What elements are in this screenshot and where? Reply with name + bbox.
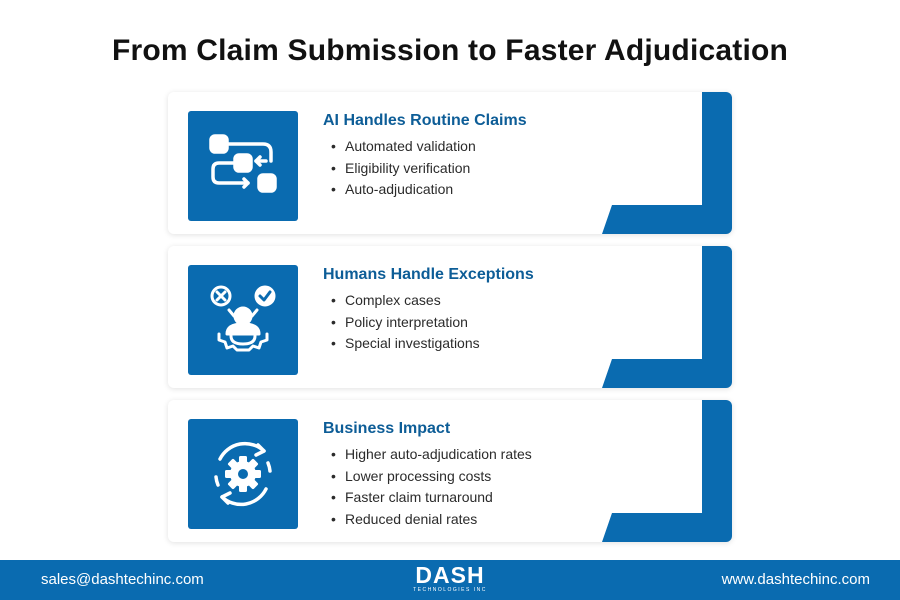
list-item: Lower processing costs bbox=[323, 466, 623, 488]
list-item: Higher auto-adjudication rates bbox=[323, 444, 623, 466]
logo-text: DASH bbox=[415, 562, 485, 588]
card-accent-shape bbox=[602, 92, 732, 234]
list-item: Faster claim turnaround bbox=[323, 487, 623, 509]
list-item: Policy interpretation bbox=[323, 312, 623, 334]
card-heading: Business Impact bbox=[323, 420, 451, 437]
footer-website-link[interactable]: www.dashtechinc.com bbox=[721, 571, 870, 588]
card-routine-claims: AI Handles Routine Claims Automated vali… bbox=[168, 92, 732, 234]
card-human-exceptions: Humans Handle Exceptions Complex cases P… bbox=[168, 246, 732, 388]
list-item: Special investigations bbox=[323, 333, 623, 355]
dash-logo: DASH TECHNOLOGIES INC bbox=[400, 563, 500, 597]
footer-bar: sales@dashtechinc.com DASH TECHNOLOGIES … bbox=[0, 560, 900, 600]
list-item: Complex cases bbox=[323, 290, 623, 312]
card-business-impact: Business Impact Higher auto-adjudication… bbox=[168, 400, 732, 542]
workflow-icon bbox=[188, 111, 298, 221]
card-heading: Humans Handle Exceptions bbox=[323, 266, 534, 283]
card-heading: AI Handles Routine Claims bbox=[323, 112, 527, 129]
human-review-icon bbox=[188, 265, 298, 375]
list-item: Reduced denial rates bbox=[323, 509, 623, 531]
page-title: From Claim Submission to Faster Adjudica… bbox=[111, 34, 789, 67]
list-item: Auto-adjudication bbox=[323, 179, 623, 201]
list-item: Automated validation bbox=[323, 136, 623, 158]
gear-cycle-icon bbox=[188, 419, 298, 529]
logo-subtext: TECHNOLOGIES INC bbox=[413, 587, 487, 593]
list-item: Eligibility verification bbox=[323, 158, 623, 180]
card-accent-shape bbox=[602, 246, 732, 388]
footer-email-link[interactable]: sales@dashtechinc.com bbox=[41, 571, 204, 588]
